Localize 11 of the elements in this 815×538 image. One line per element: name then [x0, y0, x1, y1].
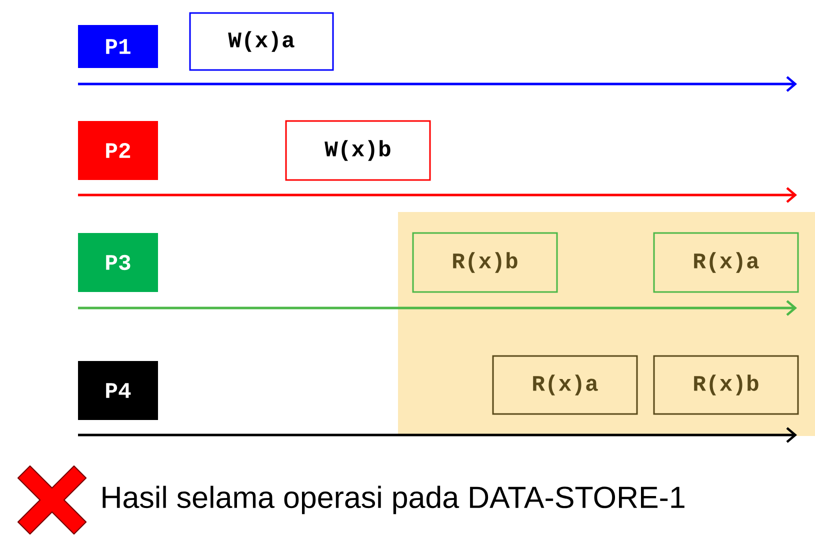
- process-label: P4: [78, 360, 158, 420]
- operation-box: R(x)b: [653, 355, 799, 415]
- operation-box: W(x)a: [189, 12, 334, 71]
- caption: Hasil selama operasi pada DATA-STORE-1: [102, 486, 684, 514]
- operation-box: R(x)b: [412, 232, 558, 293]
- process-label: P2: [78, 121, 158, 180]
- operation-box: W(x)b: [285, 120, 431, 181]
- operation-box: R(x)a: [653, 232, 799, 293]
- process-label: P1: [78, 25, 158, 68]
- operation-box: R(x)a: [492, 355, 638, 415]
- process-label: P3: [78, 233, 158, 292]
